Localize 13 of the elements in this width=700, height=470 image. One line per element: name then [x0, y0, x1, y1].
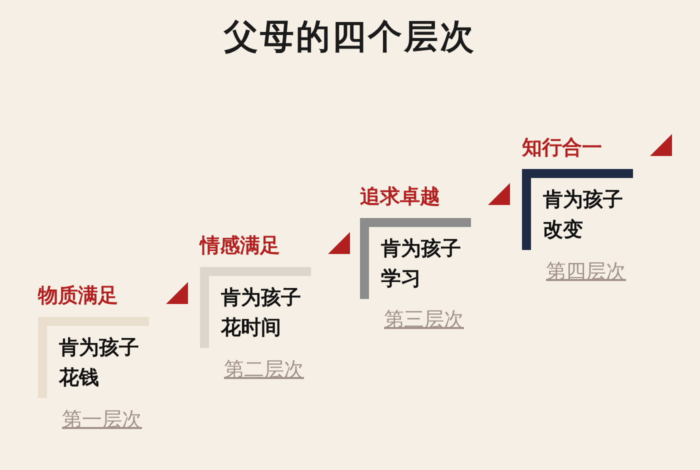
level-caption: 第四层次 — [546, 258, 626, 285]
level-caption: 第三层次 — [384, 306, 464, 333]
step-heading: 追求卓越 — [360, 183, 440, 210]
step-box: 肯为孩子改变 — [522, 169, 633, 250]
step-heading: 情感满足 — [200, 232, 280, 259]
level-caption: 第二层次 — [224, 356, 304, 383]
step-box: 肯为孩子学习 — [360, 218, 471, 299]
step-box: 肯为孩子花钱 — [38, 317, 149, 398]
level-caption: 第一层次 — [62, 406, 142, 433]
step-heading: 物质满足 — [38, 282, 118, 309]
title: 父母的四个层次 — [222, 16, 477, 59]
step-heading: 知行合一 — [522, 134, 602, 161]
step-box: 肯为孩子花时间 — [200, 267, 311, 348]
